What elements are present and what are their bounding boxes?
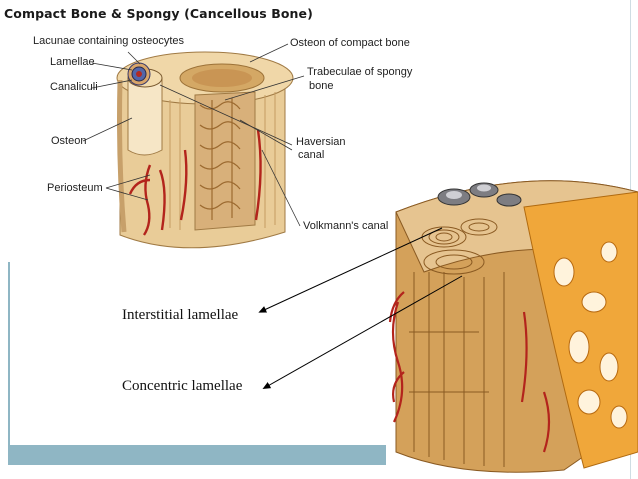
bone-cylinder-illustration [82, 43, 305, 249]
label-concentric-lamellae: Concentric lamellae [122, 378, 243, 394]
label-canaliculi: Canaliculi [50, 81, 98, 93]
label-haversian-line1: Haversian [296, 136, 346, 148]
label-trabeculae-line1: Trabeculae of spongy [307, 66, 413, 78]
label-trabeculae-line2: bone [309, 80, 334, 92]
label-volkmann: Volkmann's canal [303, 220, 389, 232]
diagram-title: Compact Bone & Spongy (Cancellous Bone) [4, 6, 313, 21]
label-interstitial-lamellae: Interstitial lamellae [122, 307, 239, 323]
bone-wedge-svg [388, 180, 638, 473]
bone-wedge-illustration [384, 152, 638, 479]
label-lamellae: Lamellae [50, 56, 95, 68]
compact-spongy-bone-diagram: Compact Bone & Spongy (Cancellous Bone) … [0, 0, 430, 265]
label-lacunae: Lacunae containing osteocytes [33, 35, 185, 47]
label-osteon: Osteon [51, 135, 87, 147]
label-periosteum: Periosteum [47, 182, 103, 194]
label-haversian-line2: canal [298, 149, 325, 161]
label-osteon-compact: Osteon of compact bone [290, 37, 410, 49]
left-accent-rule [8, 262, 10, 462]
bottom-accent-band [8, 445, 386, 465]
